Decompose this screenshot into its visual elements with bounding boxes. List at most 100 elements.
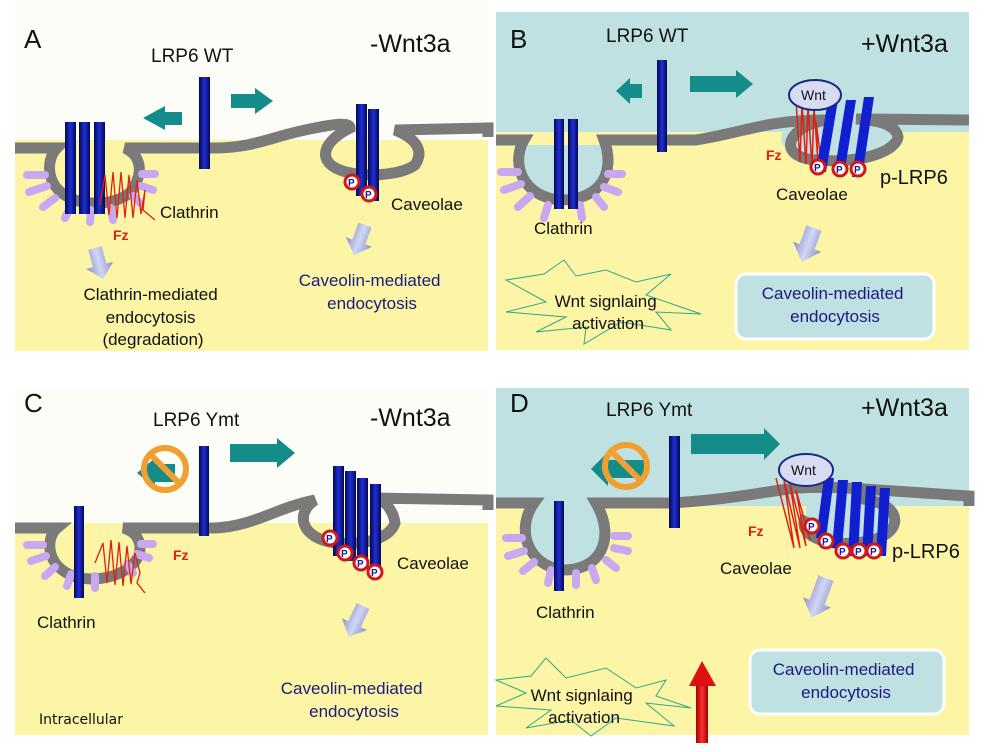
cytoplasm-region: [15, 140, 488, 351]
clathrin-label: Clathrin: [536, 603, 595, 622]
arrow-to-caveolae: [231, 88, 273, 114]
phospho-site: P: [849, 160, 867, 178]
svg-text:P: P: [814, 163, 821, 174]
clathrin-coat: [497, 168, 626, 222]
lrp6-receptors-caveolae: [333, 466, 381, 574]
frizzled-receptor: [795, 99, 822, 167]
p-lrp6-label: p-LRP6: [892, 541, 960, 563]
endocytosis-arrow: [341, 603, 370, 637]
arrow-to-caveolae: [690, 70, 753, 98]
svg-text:P: P: [854, 165, 861, 176]
lrp6-receptor-caveolae: [368, 109, 379, 201]
phospho-site: P: [865, 542, 883, 560]
lrp6-receptor-clathrin: [568, 119, 578, 209]
lrp6-receptor-free: [669, 436, 680, 528]
phospho-site: P: [850, 542, 868, 560]
frizzled-receptor: [99, 171, 156, 221]
svg-text:P: P: [839, 547, 846, 558]
signaling-starburst: [494, 657, 692, 737]
p-lrp6-label: p-LRP6: [880, 167, 948, 189]
phospho-site: P: [352, 554, 370, 572]
svg-text:P: P: [341, 549, 348, 560]
intracellular-label: Intracellular: [39, 712, 123, 728]
lrp6-receptor-clathrin: [554, 501, 564, 591]
svg-text:P: P: [371, 568, 378, 579]
phospho-site: P: [831, 160, 849, 178]
panel-letter: C: [24, 388, 43, 418]
lrp6-receptors-caveolae: [816, 478, 890, 556]
phospho-site: P: [809, 158, 827, 176]
fz-label: Fz: [173, 547, 189, 563]
lrp6-receptor-free: [657, 60, 667, 152]
caveolin-outcome-box: [748, 648, 946, 716]
clathrin-label: Clathrin: [160, 203, 219, 222]
caveolin-outcome: Caveolin-mediated endocytosis: [773, 660, 919, 702]
phospho-site: P: [336, 544, 354, 562]
lrp6-receptor-caveolae: [356, 104, 367, 196]
phospho-site: P: [343, 173, 361, 191]
condition-label: +Wnt3a: [861, 30, 948, 58]
caveolin-outcome: Caveolin-mediated endocytosis: [281, 679, 427, 721]
construct-label: LRP6 Ymt: [153, 410, 240, 431]
panel-c: Fz Clathrin P P P P Caveolae Caveolin-me…: [15, 388, 494, 735]
arrow-to-caveolae: [691, 428, 780, 460]
blocked-arrow-to-clathrin: [137, 445, 189, 493]
blocked-arrow-to-clathrin: [591, 442, 650, 490]
clathrin-label: Clathrin: [37, 613, 96, 632]
lrp6-receptors-caveolae: [816, 97, 874, 177]
lrp6-receptor-clathrin: [554, 119, 564, 209]
wnt-label: Wnt: [801, 87, 826, 103]
condition-label: +Wnt3a: [861, 394, 948, 422]
svg-text:P: P: [870, 547, 877, 558]
frizzled-receptor: [775, 477, 811, 549]
panel-d: Clathrin Wnt P P P P P Fz p-LRP6 Caveola…: [494, 388, 975, 743]
endocytosis-arrow: [803, 575, 834, 618]
endocytosis-arrow: [86, 246, 114, 279]
phospho-site: P: [321, 529, 339, 547]
fz-label: Fz: [113, 227, 129, 243]
fz-label: Fz: [766, 147, 782, 163]
caveolae-label: Caveolae: [720, 559, 792, 578]
inhibit-icon: [141, 445, 189, 493]
panel-letter: D: [510, 388, 529, 418]
lrp6-receptors-clathrin: [65, 122, 105, 214]
phospho-site: P: [834, 542, 852, 560]
svg-text:P: P: [348, 178, 355, 189]
svg-text:P: P: [822, 537, 829, 548]
caveolin-outcome: Caveolin-mediated endocytosis: [762, 284, 908, 326]
arrow-to-caveolae: [230, 438, 295, 468]
plasma-membrane: [15, 118, 494, 209]
phospho-site: P: [803, 517, 821, 535]
clathrin-label: Clathrin: [534, 219, 593, 238]
endocytosis-arrow: [345, 222, 372, 256]
inhibit-icon: [602, 442, 650, 490]
clathrin-coat: [23, 170, 159, 226]
caveolin-outcome: Caveolin-mediated endocytosis: [299, 271, 445, 313]
construct-label: LRP6 WT: [151, 46, 234, 67]
svg-text:P: P: [836, 165, 843, 176]
condition-label: -Wnt3a: [370, 30, 451, 58]
lrp6-receptor-clathrin: [74, 506, 84, 598]
panel-letter: A: [24, 24, 42, 54]
fz-label: Fz: [748, 523, 764, 539]
phospho-site: P: [817, 532, 835, 550]
panel-letter: B: [510, 24, 527, 54]
activation-increase-arrow: [689, 661, 716, 743]
phospho-site: P: [366, 563, 384, 581]
frizzled-receptor: [94, 539, 146, 594]
lrp6-receptor-free: [199, 446, 209, 536]
lrp6-receptor-free: [199, 77, 210, 169]
clathrin-outcome: Clathrin-mediated endocytosis (degradati…: [84, 285, 223, 349]
caveolae-label: Caveolae: [776, 185, 848, 204]
caveolae-label: Caveolae: [391, 195, 463, 214]
wnt-ligand: [778, 453, 834, 487]
phospho-site: P: [360, 185, 378, 203]
panel-b: Clathrin Wnt P P P Fz p-LRP6 Caveolae Ca…: [496, 12, 970, 350]
svg-text:P: P: [357, 559, 364, 570]
svg-text:P: P: [808, 522, 815, 533]
svg-text:P: P: [365, 190, 372, 201]
arrow-to-clathrin: [143, 106, 182, 130]
signaling-label: Wnt signlaing activation: [531, 686, 638, 727]
caveolin-outcome-box: [734, 272, 936, 341]
